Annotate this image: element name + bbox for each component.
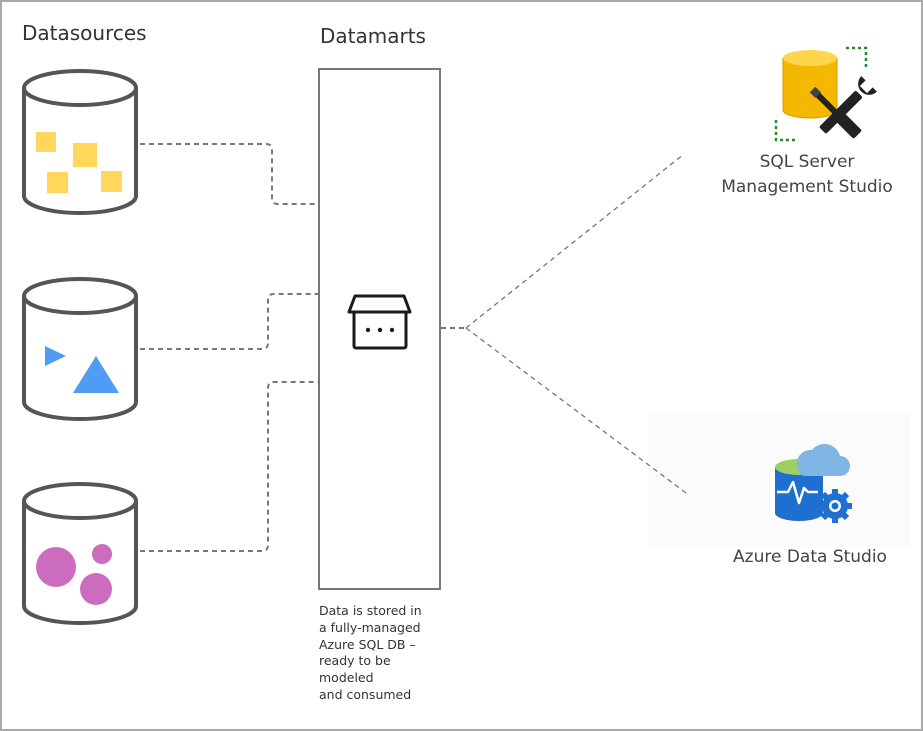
datamarts-title: Datamarts [320,24,426,48]
azure-data-studio-icon [775,443,852,523]
blue-triangles-database-icon [22,277,138,421]
yellow-squares-database-icon [22,69,138,215]
connector-to-ssms [465,153,685,329]
ssms-label: SQL Server Management Studio [696,150,918,200]
connector-datasource-1 [140,143,318,205]
connector-to-ads [465,327,687,494]
connector-datasource-3 [140,381,318,552]
ssms-tools-icon [774,46,877,142]
ssms-label-line-1: SQL Server [759,152,855,172]
pink-circles-database-icon [22,482,138,625]
store-icon [347,294,412,350]
connector-datasource-2 [140,293,318,350]
ads-label: Azure Data Studio [733,547,887,567]
datamart-storage-note: Data is stored in a fully-managed Azure … [319,603,422,702]
datasources-title: Datasources [22,21,147,45]
ssms-label-line-2: Management Studio [721,177,893,197]
